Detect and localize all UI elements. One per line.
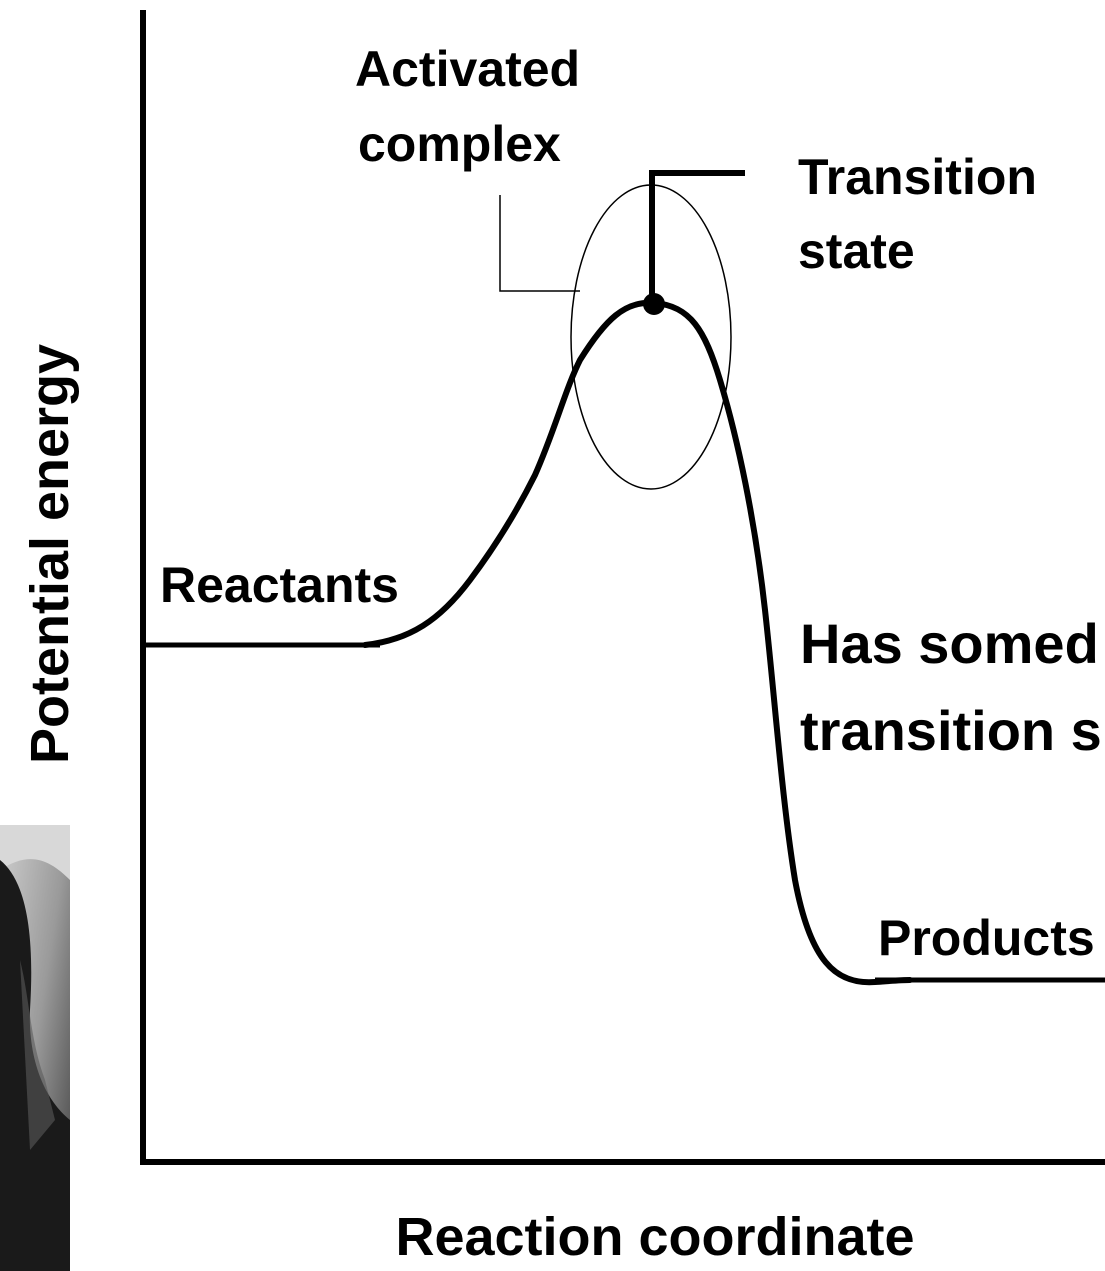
y-axis-label: Potential energy <box>20 344 80 764</box>
transition-state-dot <box>643 293 665 315</box>
activated-complex-label-line1: Activated <box>355 41 580 97</box>
x-axis-label: Reaction coordinate <box>395 1207 914 1267</box>
energy-curve <box>362 299 913 986</box>
activated-complex-leader <box>499 195 580 292</box>
callout-line1: Has somed <box>800 612 1099 675</box>
axes <box>140 10 1105 1165</box>
reactants-label: Reactants <box>160 557 399 613</box>
transition-state-pointer <box>649 170 745 303</box>
activated-complex-label-line2: complex <box>358 116 561 172</box>
callout-line2: transition s <box>800 699 1102 762</box>
transition-state-label-line2: state <box>798 223 915 279</box>
products-label: Products <box>878 910 1095 966</box>
transition-state-label-line1: Transition <box>798 149 1037 205</box>
person-photo <box>0 825 70 1271</box>
